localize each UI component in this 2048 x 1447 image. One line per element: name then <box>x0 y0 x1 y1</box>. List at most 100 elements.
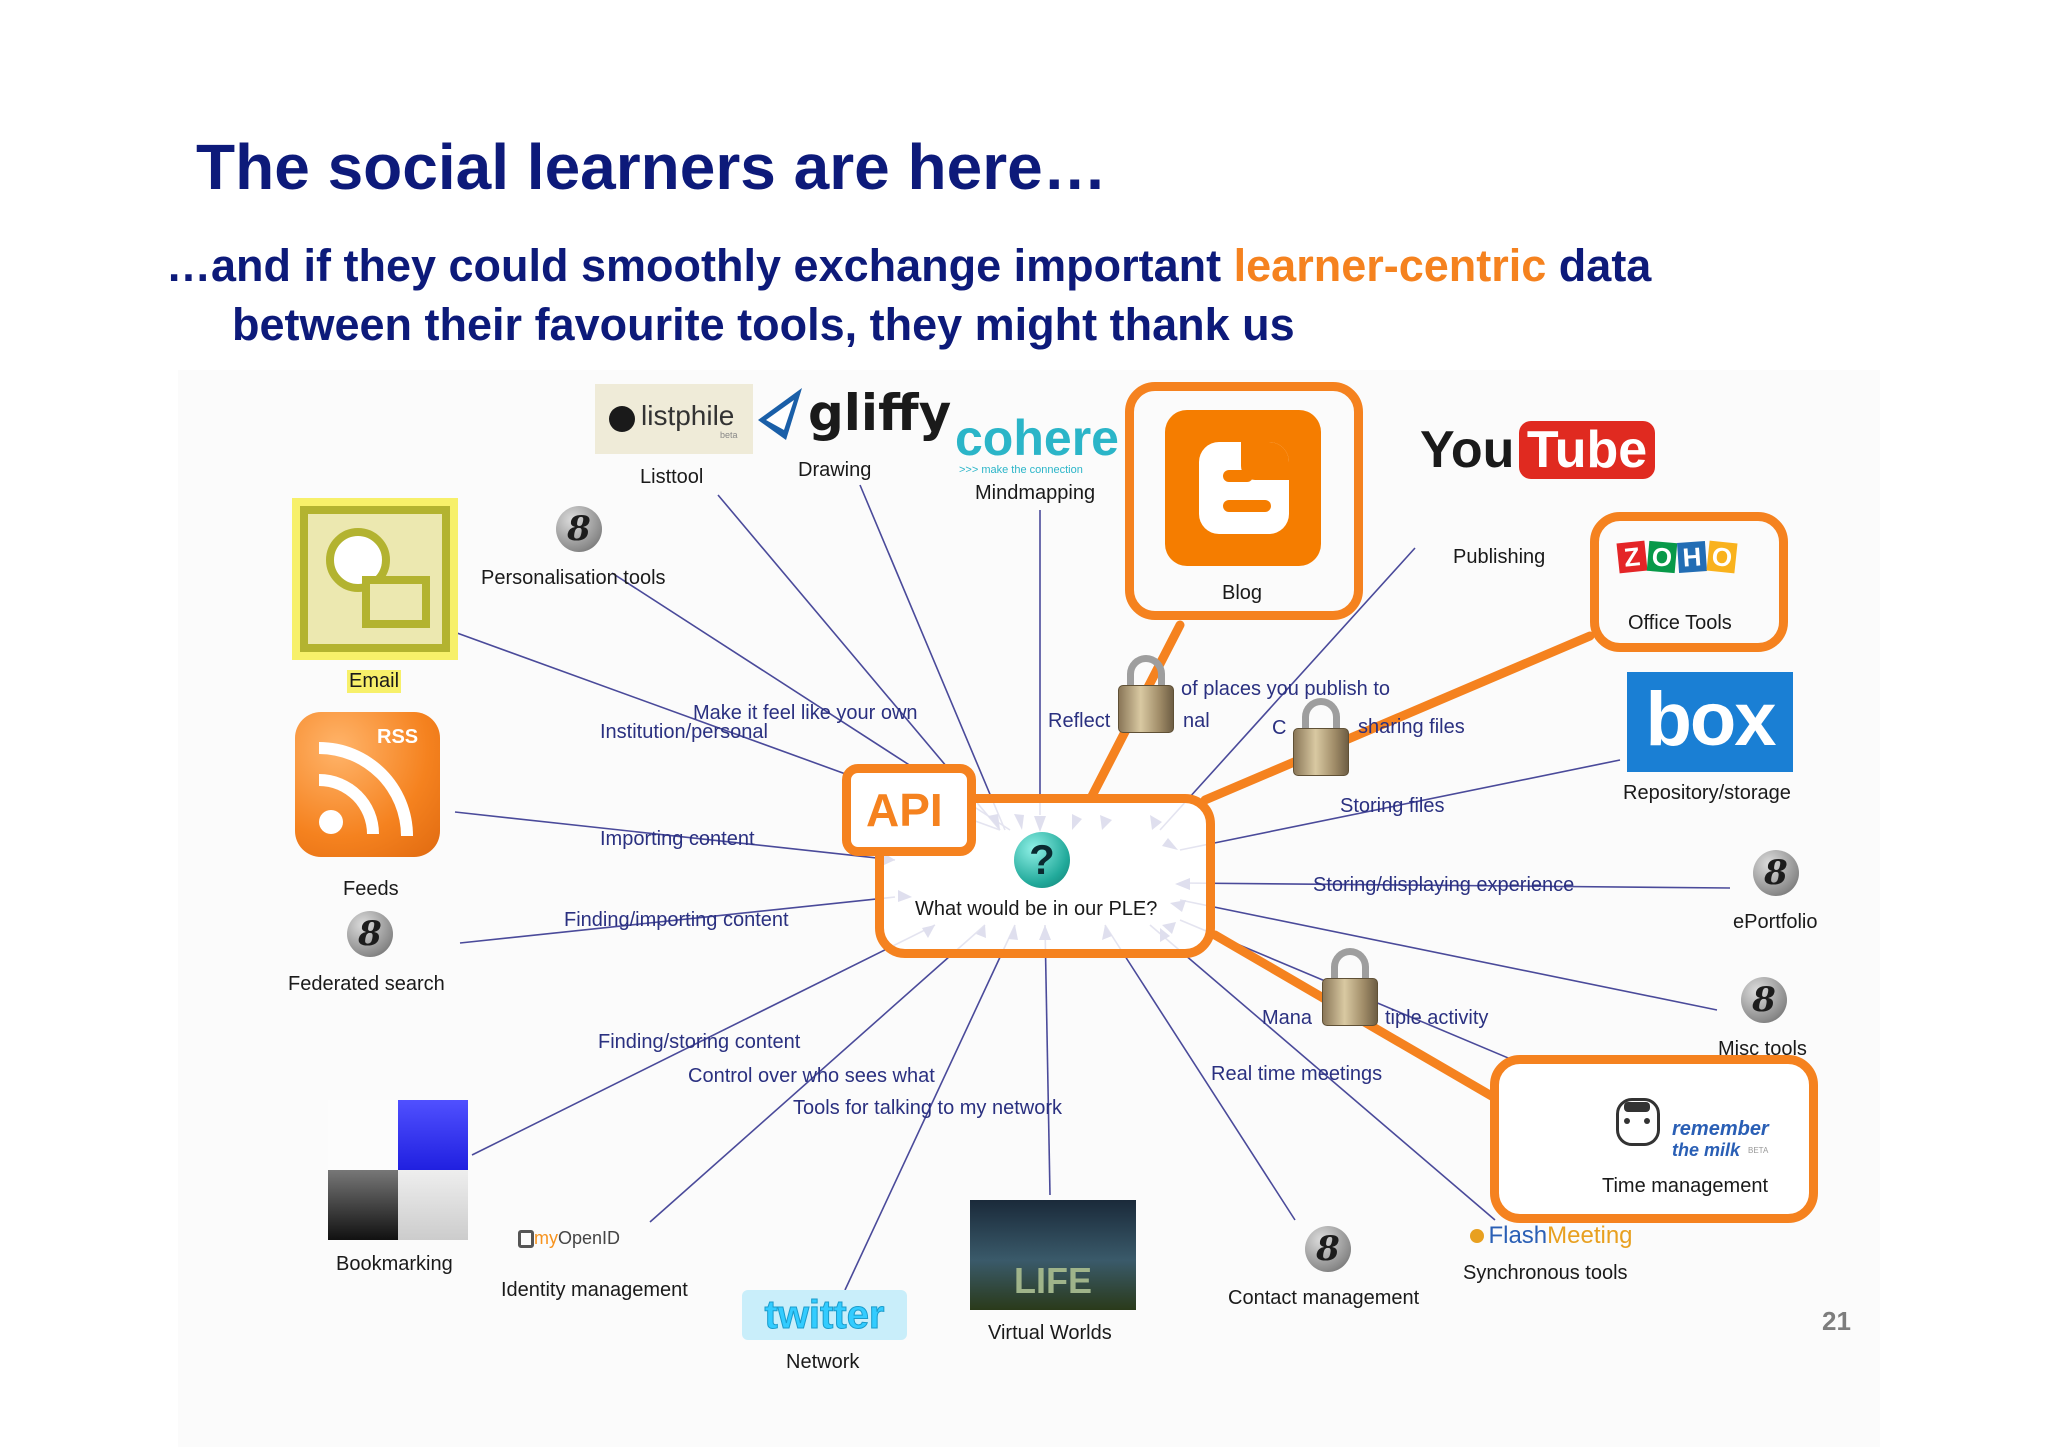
email-icon <box>292 498 458 660</box>
edge-sharing-files: sharing files <box>1358 716 1465 738</box>
delicious-br <box>398 1170 468 1240</box>
subtitle-text-end: data <box>1546 240 1652 291</box>
edge-finding-storing: Finding/storing content <box>598 1031 801 1053</box>
edge-multiple-activity: tiple activity <box>1385 1007 1489 1029</box>
listphile-circle-icon <box>609 406 635 432</box>
email-icon-envelope <box>362 576 430 628</box>
link-identity <box>649 924 986 1223</box>
rtm-text-2: the milk <box>1672 1140 1741 1160</box>
page-number: 21 <box>1822 1306 1851 1336</box>
federated-search-icon: 8 <box>347 911 393 957</box>
office-tools-callout <box>1590 512 1788 652</box>
api-label: API <box>866 784 943 836</box>
blogger-line1 <box>1223 470 1253 482</box>
rss-wave2 <box>319 742 413 836</box>
listphile-sub: beta <box>720 430 738 440</box>
label-blog: Blog <box>1222 582 1263 604</box>
rss-label: RSS <box>377 726 419 748</box>
edge-places-publish: of places you publish to <box>1181 678 1391 700</box>
subtitle-text: …and if they could smoothly exchange imp… <box>166 240 1234 291</box>
label-mindmapping: Mindmapping <box>975 482 1096 504</box>
zoho-letter-o2: O <box>1706 540 1738 574</box>
link-bookmarking <box>471 924 936 1156</box>
link-misc <box>1179 899 1718 1011</box>
zoho-letter-z: Z <box>1616 540 1648 574</box>
edge-reflect: Reflect <box>1048 710 1111 732</box>
edge-institution-personal: Institution/personal <box>600 721 768 743</box>
edge-real-time: Real time meetings <box>1211 1063 1383 1085</box>
slide-subtitle-line1: …and if they could smoothly exchange imp… <box>166 240 1651 292</box>
label-synchronous-tools: Synchronous tools <box>1463 1262 1628 1284</box>
edge-nal: nal <box>1183 710 1210 732</box>
padlock-shackle <box>1127 655 1165 699</box>
link-eportfolio <box>1179 882 1731 889</box>
edge-tools-talking: Tools for talking to my network <box>793 1097 1062 1119</box>
edge-make-it-feel: Make it feel like your own <box>693 702 918 724</box>
question-icon: ? <box>1014 832 1070 888</box>
gliffy-text: gliffy <box>808 384 952 442</box>
link-publishing <box>1159 547 1416 831</box>
edge-finding-importing: Finding/importing content <box>564 909 789 931</box>
label-personalisation-tools: Personalisation tools <box>481 567 666 589</box>
api-box <box>842 764 976 856</box>
rtm-text-1: remember <box>1672 1118 1769 1140</box>
cohere-logo: cohere >>> make the connection <box>955 410 1125 476</box>
contact-management-icon: 8 <box>1305 1226 1351 1272</box>
delicious-tr <box>398 1100 468 1170</box>
cow-spot <box>1624 1102 1650 1112</box>
flashmeeting-logo: FlashMeeting <box>1470 1222 1633 1250</box>
second-life-text: LIFE <box>1014 1260 1092 1301</box>
gliffy-mark-icon <box>758 388 802 440</box>
edge-storing-displaying: Storing/displaying experience <box>1313 874 1575 896</box>
delicious-tl <box>328 1100 398 1170</box>
label-virtual-worlds: Virtual Worlds <box>988 1322 1112 1344</box>
personalisation-tools-icon: 8 <box>556 506 602 552</box>
eportfolio-icon: 8 <box>1753 850 1799 896</box>
label-misc-tools: Misc tools <box>1718 1038 1807 1060</box>
padlock-body <box>1293 728 1349 776</box>
link-federated <box>459 896 896 944</box>
label-bookmarking: Bookmarking <box>336 1253 453 1275</box>
cohere-tagline: >>> make the connection <box>959 464 1083 476</box>
remember-the-milk-cow-icon <box>1610 1090 1666 1150</box>
youtube-tube: Tube <box>1518 421 1656 479</box>
link-contact <box>1104 924 1296 1221</box>
youtube-logo: You Tube <box>1420 420 1656 484</box>
cow-eye-left <box>1624 1118 1630 1124</box>
label-feeds: Feeds <box>343 878 399 900</box>
misc-tools-icon: 8 <box>1741 977 1787 1023</box>
cohere-text: cohere <box>955 410 1119 466</box>
label-email: Email <box>347 670 402 693</box>
label-network: Network <box>786 1351 860 1373</box>
slide-subtitle-line2: between their favourite tools, they migh… <box>232 299 1295 350</box>
slide-title: The social learners are here… <box>196 131 1107 203</box>
myopenid-openid: OpenID <box>558 1228 621 1248</box>
zoho-letter-o1: O <box>1646 540 1678 574</box>
twitter-text: twitter <box>764 1293 885 1338</box>
delicious-bl <box>328 1170 398 1240</box>
flashmeeting-flash: Flash <box>1488 1222 1548 1249</box>
link-drawing <box>859 484 1006 831</box>
myopenid-lock-icon <box>518 1229 534 1248</box>
label-repository-storage: Repository/storage <box>1623 782 1791 804</box>
edge-importing-content: Importing content <box>600 828 755 850</box>
myopenid-my: my <box>534 1228 558 1248</box>
padlock-shackle <box>1331 948 1369 992</box>
cow-eye-right <box>1644 1118 1650 1124</box>
label-identity-management: Identity management <box>501 1279 688 1301</box>
edge-manage: Mana <box>1262 1007 1313 1029</box>
label-publishing: Publishing <box>1453 546 1546 568</box>
label-contact-management: Contact management <box>1228 1287 1420 1309</box>
label-listtool: Listtool <box>640 466 704 488</box>
edge-c: C <box>1272 717 1287 739</box>
gliffy-logo: gliffy <box>756 384 951 444</box>
label-eportfolio: ePortfolio <box>1733 911 1818 933</box>
edge-storing-files: Storing files <box>1340 795 1445 817</box>
youtube-you: You <box>1420 421 1515 479</box>
label-federated-search: Federated search <box>288 973 445 995</box>
padlock-icon-office <box>1293 698 1349 776</box>
callout-office-tools <box>1200 631 1595 805</box>
blogger-line2 <box>1223 500 1271 512</box>
rss-icon: RSS <box>295 712 440 857</box>
link-virtualworlds <box>1044 924 1051 1196</box>
